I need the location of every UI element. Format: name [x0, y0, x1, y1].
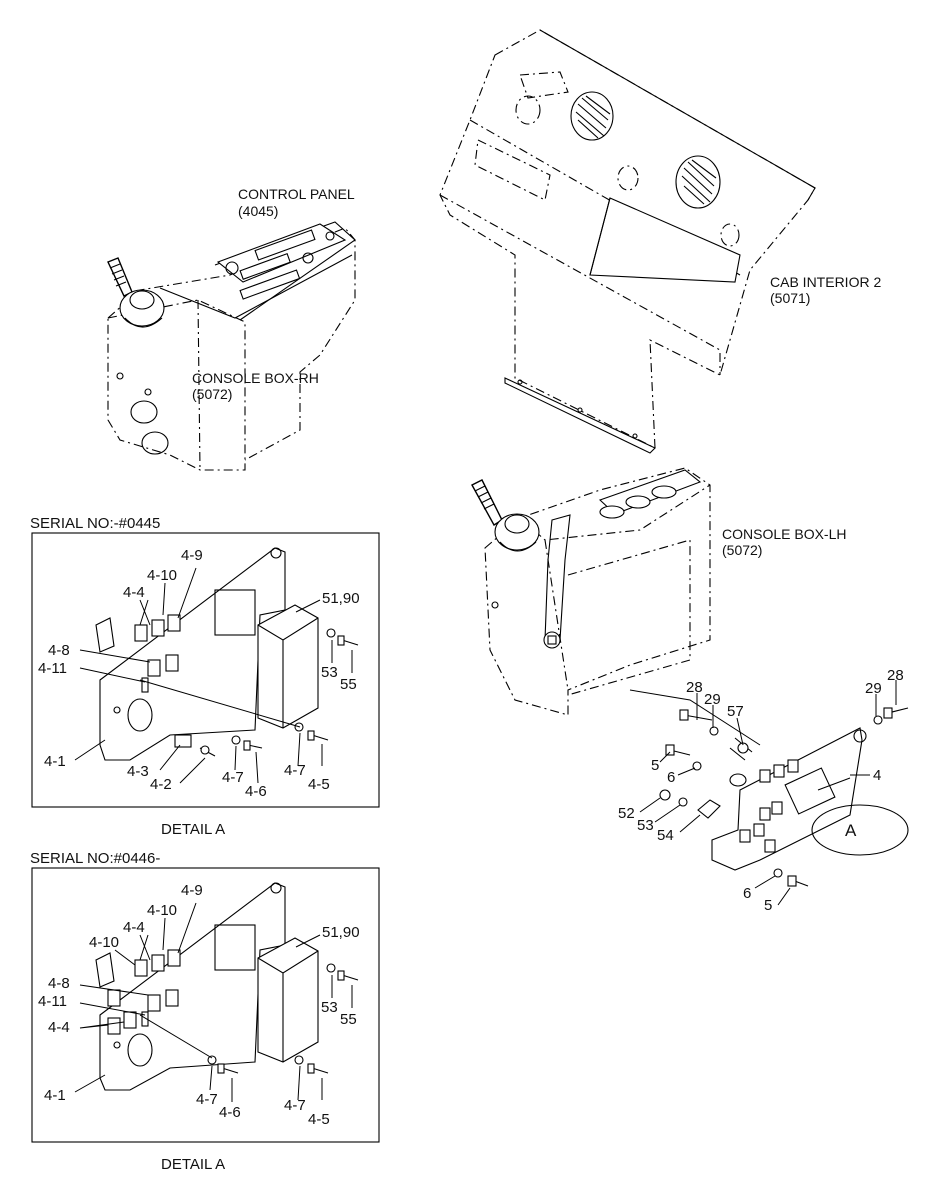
d1-callout-4-9: 4-9: [181, 547, 203, 564]
d2-callout-4-11: 4-11: [38, 993, 67, 1010]
console-box-lh-drawing: [471, 467, 761, 746]
d1-callout-4-11: 4-11: [38, 660, 67, 677]
d1-callout-4-5: 4-5: [308, 776, 330, 793]
cab-interior-drawing: [439, 29, 816, 454]
callout-57: 57: [727, 703, 744, 720]
cab-interior-label: CAB INTERIOR 2: [770, 274, 881, 290]
callout-29b: 29: [865, 680, 882, 697]
console-lh-code: (5072): [722, 542, 762, 558]
callout-29: 29: [704, 691, 721, 708]
callout-5: 5: [651, 757, 659, 774]
callout-28: 28: [686, 679, 703, 696]
d2-callout-4-8: 4-8: [48, 975, 70, 992]
d2-callout-4-7a: 4-7: [196, 1091, 218, 1108]
callout-5b: 5: [764, 897, 772, 914]
detail2-callouts: 4-9 4-10 4-4 4-10 51,90 4-8 4-11 53 55 4…: [38, 882, 360, 1128]
d1-callout-4-6: 4-6: [245, 783, 267, 800]
callout-52: 52: [618, 805, 635, 822]
d1-callout-55: 55: [340, 676, 357, 693]
d1-callout-4-7b: 4-7: [284, 762, 306, 779]
d1-callout-51-90: 51,90: [322, 590, 360, 607]
cab-interior-code: (5071): [770, 290, 810, 306]
d2-callout-4-1: 4-1: [44, 1087, 66, 1104]
d2-callout-4-4a: 4-4: [123, 919, 145, 936]
main-callouts: 28 29 57 29 28 5 6 4 52 53 54 6 5 A: [618, 667, 904, 914]
d2-callout-4-10b: 4-10: [89, 934, 119, 951]
detail1-drawing: [74, 547, 359, 784]
d2-callout-55: 55: [340, 1011, 357, 1028]
detail2-frame: [31, 867, 380, 1143]
console-rh-code: (5072): [192, 386, 232, 402]
d2-callout-4-9: 4-9: [181, 882, 203, 899]
detail2-caption: DETAIL A: [161, 1156, 225, 1173]
console-rh-label: CONSOLE BOX-RH: [192, 370, 319, 386]
d2-callout-4-4b: 4-4: [48, 1019, 70, 1036]
d1-callout-53: 53: [321, 664, 338, 681]
d2-callout-53: 53: [321, 999, 338, 1016]
console-lh-label: CONSOLE BOX-LH: [722, 526, 846, 542]
detail1-frame: [31, 532, 380, 808]
d1-callout-4-4: 4-4: [123, 584, 145, 601]
callout-6b: 6: [743, 885, 751, 902]
detail2-drawing: [74, 882, 359, 1102]
d2-callout-4-10a: 4-10: [147, 902, 177, 919]
d2-callout-51-90: 51,90: [322, 924, 360, 941]
d1-callout-4-8: 4-8: [48, 642, 70, 659]
callout-28b: 28: [887, 667, 904, 684]
callout-53: 53: [637, 817, 654, 834]
console-box-rh-drawing: [107, 221, 356, 471]
d1-callout-4-10: 4-10: [147, 567, 177, 584]
d2-callout-4-6: 4-6: [219, 1104, 241, 1121]
d2-callout-4-5: 4-5: [308, 1111, 330, 1128]
callout-6: 6: [667, 769, 675, 786]
detail1-serial: SERIAL NO:-#0445: [30, 515, 160, 532]
d1-callout-4-2: 4-2: [150, 776, 172, 793]
detail2-serial: SERIAL NO:#0446-: [30, 850, 160, 867]
bracket-assembly-drawing: [639, 680, 909, 906]
detail-marker: A: [845, 821, 857, 840]
d1-callout-4-1: 4-1: [44, 753, 66, 770]
detail1-caption: DETAIL A: [161, 821, 225, 838]
d1-callout-4-7a: 4-7: [222, 769, 244, 786]
d2-callout-4-7b: 4-7: [284, 1097, 306, 1114]
control-panel-code: (4045): [238, 203, 278, 219]
callout-54: 54: [657, 827, 674, 844]
detail1-callouts: 4-9 4-10 4-4 51,90 4-8 4-11 53 55 4-1 4-…: [38, 547, 360, 800]
d1-callout-4-3: 4-3: [127, 763, 149, 780]
callout-4: 4: [873, 767, 881, 784]
control-panel-label: CONTROL PANEL: [238, 186, 355, 202]
